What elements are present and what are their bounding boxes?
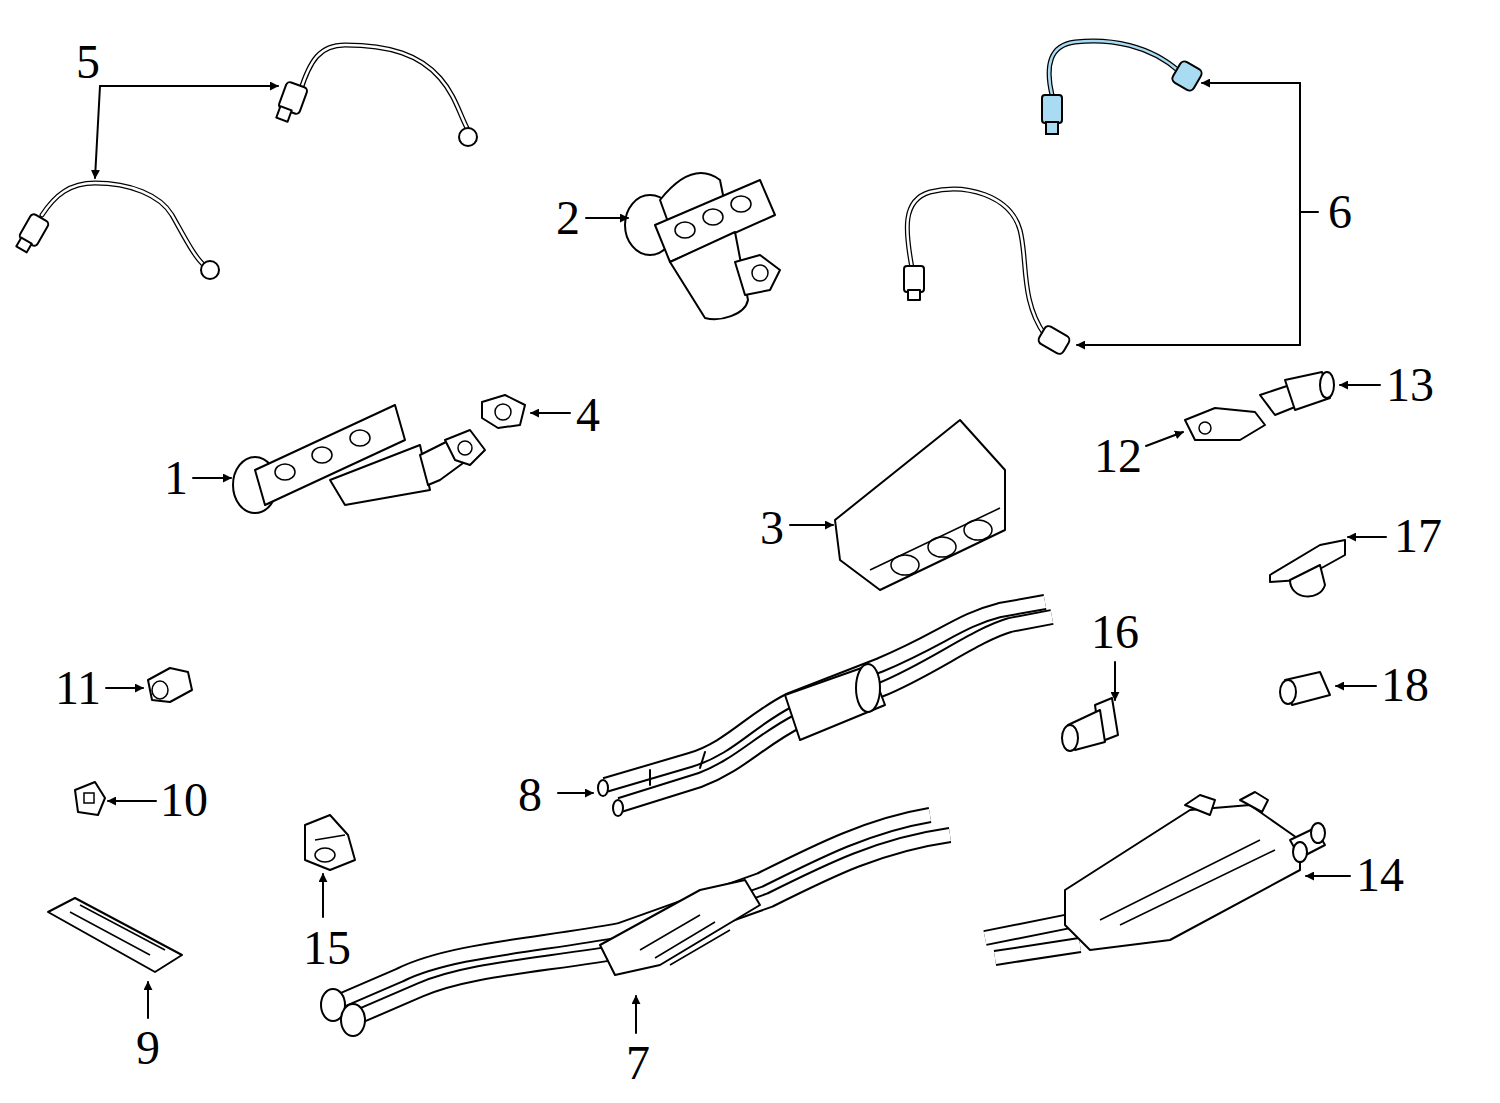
pipe-clamp — [1270, 540, 1345, 596]
callout-number: 3 — [760, 504, 784, 552]
hanger — [148, 668, 192, 702]
pipe-sleeve — [1280, 672, 1330, 705]
heat-shield — [835, 420, 1005, 590]
rear-muffler — [985, 792, 1325, 958]
callout-number: 14 — [1356, 851, 1404, 899]
callout-number: 18 — [1381, 661, 1429, 709]
exhaust-manifold — [625, 173, 780, 319]
callout-number: 12 — [1094, 432, 1142, 480]
oxygen-sensor — [16, 183, 219, 279]
callout-number: 17 — [1394, 512, 1442, 560]
heat-pad — [48, 898, 182, 972]
callout-number: 2 — [556, 194, 580, 242]
callout-number: 8 — [518, 771, 542, 819]
callout-number: 9 — [136, 1024, 160, 1072]
callout-number: 15 — [303, 924, 351, 972]
callout-number: 13 — [1386, 361, 1434, 409]
oxygen-sensor — [276, 45, 477, 146]
callout-number: 7 — [626, 1039, 650, 1087]
callout-number: 16 — [1091, 608, 1139, 656]
callout-number: 5 — [76, 38, 100, 86]
pipe-flange — [1185, 408, 1265, 440]
oxygen-sensor — [1042, 41, 1203, 134]
pipe-adapter — [1260, 372, 1334, 415]
gasket — [482, 395, 525, 428]
pipe-adapter — [1062, 698, 1118, 751]
callout-number: 6 — [1328, 188, 1352, 236]
oxygen-sensor — [904, 189, 1071, 356]
callout-number: 10 — [160, 776, 208, 824]
exhaust-manifold — [233, 405, 485, 513]
callout-number: 4 — [576, 391, 600, 439]
pipe-clamp — [305, 815, 355, 870]
exhaust-pipe — [321, 815, 950, 1036]
callout-number: 11 — [55, 664, 101, 712]
exhaust-pipe — [598, 602, 1052, 816]
hanger — [75, 782, 105, 815]
callout-number: 1 — [164, 454, 188, 502]
